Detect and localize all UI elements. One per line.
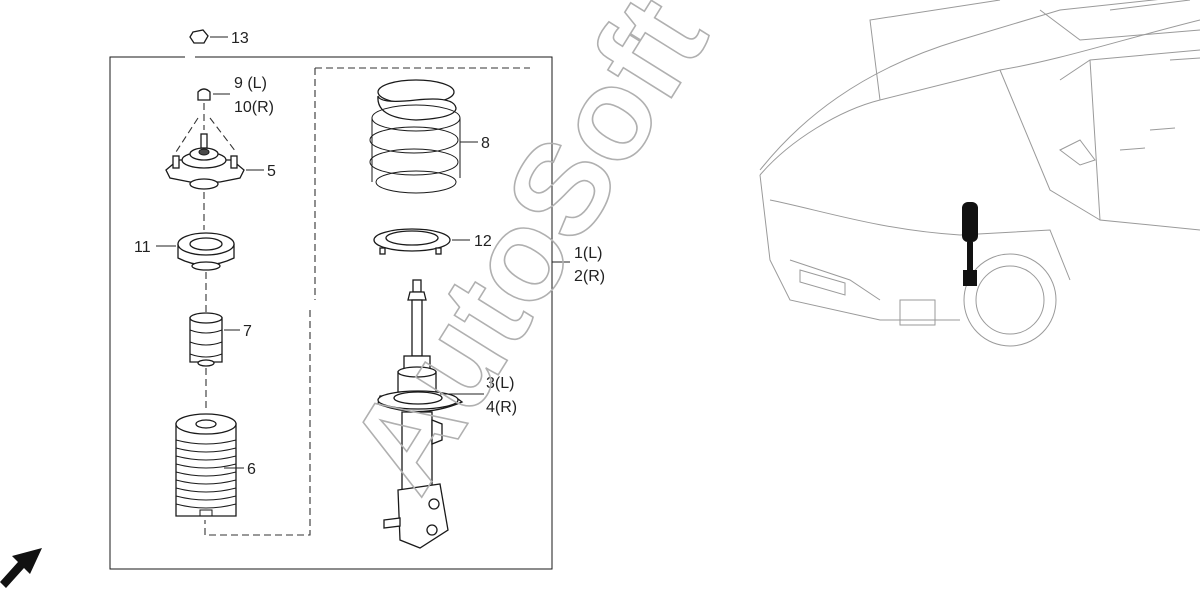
callout-13: 13 [231,30,249,47]
watermark-text: AutoSoft [320,0,735,515]
callout-7: 7 [243,323,252,340]
highlighted-strut-location [962,202,978,286]
subassembly-dashed-outline [204,67,530,536]
callout-12: 12 [474,233,492,250]
part-7-bump-stop [189,312,240,367]
callout-4: 4(R) [486,399,517,416]
callout-10: 10(R) [234,99,274,116]
part-6-dust-boot [175,413,244,517]
part-8-coil-spring [369,79,478,194]
part-13-nut [189,29,228,44]
callout-9: 9 (L) [234,75,267,92]
callout-11: 11 [134,239,151,256]
callout-8: 8 [481,135,490,152]
callout-3: 3(L) [486,375,514,392]
callout-6: 6 [247,461,256,478]
part-9-10-cap [175,88,237,153]
part-11-bearing [156,232,235,271]
callout-2: 2(R) [574,268,605,285]
assembly-outline [109,56,553,570]
vehicle-location-illustration [759,0,1200,347]
part-3-4-strut [377,279,484,549]
part-5-strut-mount [165,133,264,190]
part-12-spring-seat [373,228,470,255]
callout-1: 1(L) [574,245,602,262]
callout-5: 5 [267,163,276,180]
front-direction-arrow-icon [0,548,42,588]
